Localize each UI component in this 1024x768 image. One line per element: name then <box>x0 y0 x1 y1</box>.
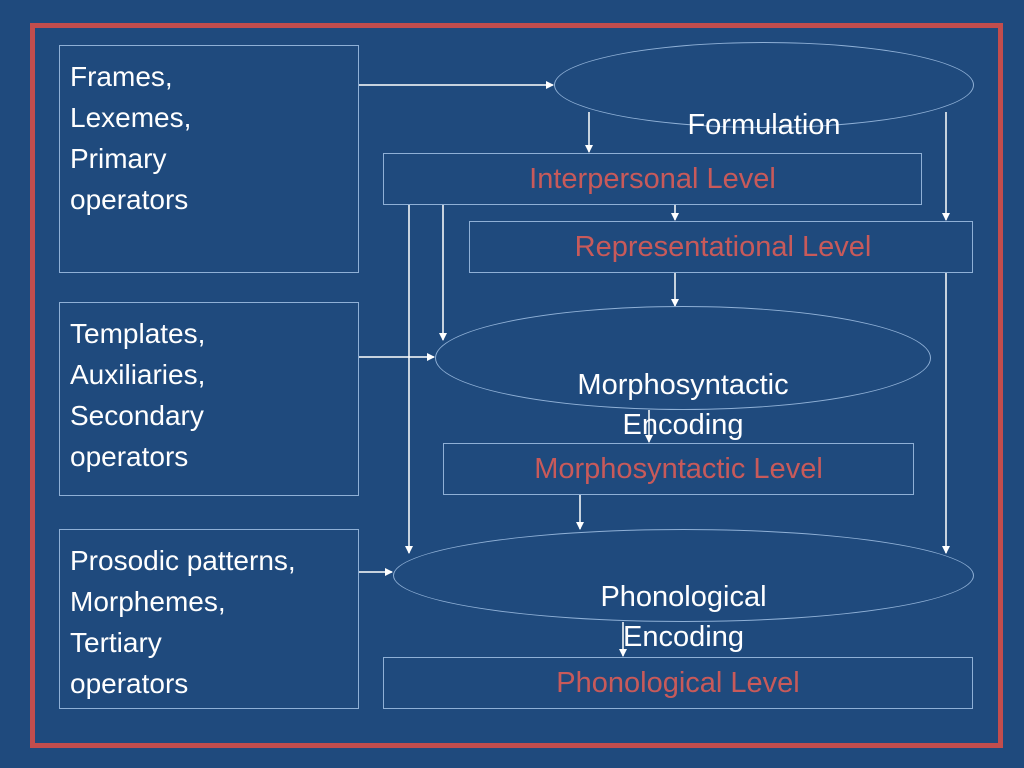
phonological-source-box: Prosodic patterns, Morphemes, Tertiary o… <box>59 529 359 709</box>
interpersonal-level-label: Interpersonal Level <box>529 162 776 195</box>
grammatical-source-box: Templates, Auxiliaries, Secondary operat… <box>59 302 359 496</box>
morphosyntactic-encoding-ellipse: Morphosyntactic Encoding <box>435 306 931 441</box>
morphosyntactic-encoding-label: Morphosyntactic Encoding <box>577 369 789 441</box>
formulation-label: Formulation <box>687 109 841 141</box>
slide-frame <box>30 23 1003 748</box>
phonological-encoding-ellipse: Phonological Encoding <box>393 529 974 653</box>
interpersonal-level-box: Interpersonal Level <box>383 153 922 205</box>
phonological-level-label: Phonological Level <box>556 666 800 699</box>
representational-level-box: Representational Level <box>469 221 973 273</box>
formulation-ellipse: Formulation <box>554 42 974 141</box>
phonological-level-box: Phonological Level <box>383 657 973 709</box>
phonological-encoding-label: Phonological Encoding <box>600 581 767 653</box>
morphosyntactic-level-box: Morphosyntactic Level <box>443 443 914 495</box>
lexical-source-box: Frames, Lexemes, Primary operators <box>59 45 359 273</box>
representational-level-label: Representational Level <box>574 230 872 263</box>
morphosyntactic-level-label: Morphosyntactic Level <box>534 452 823 485</box>
